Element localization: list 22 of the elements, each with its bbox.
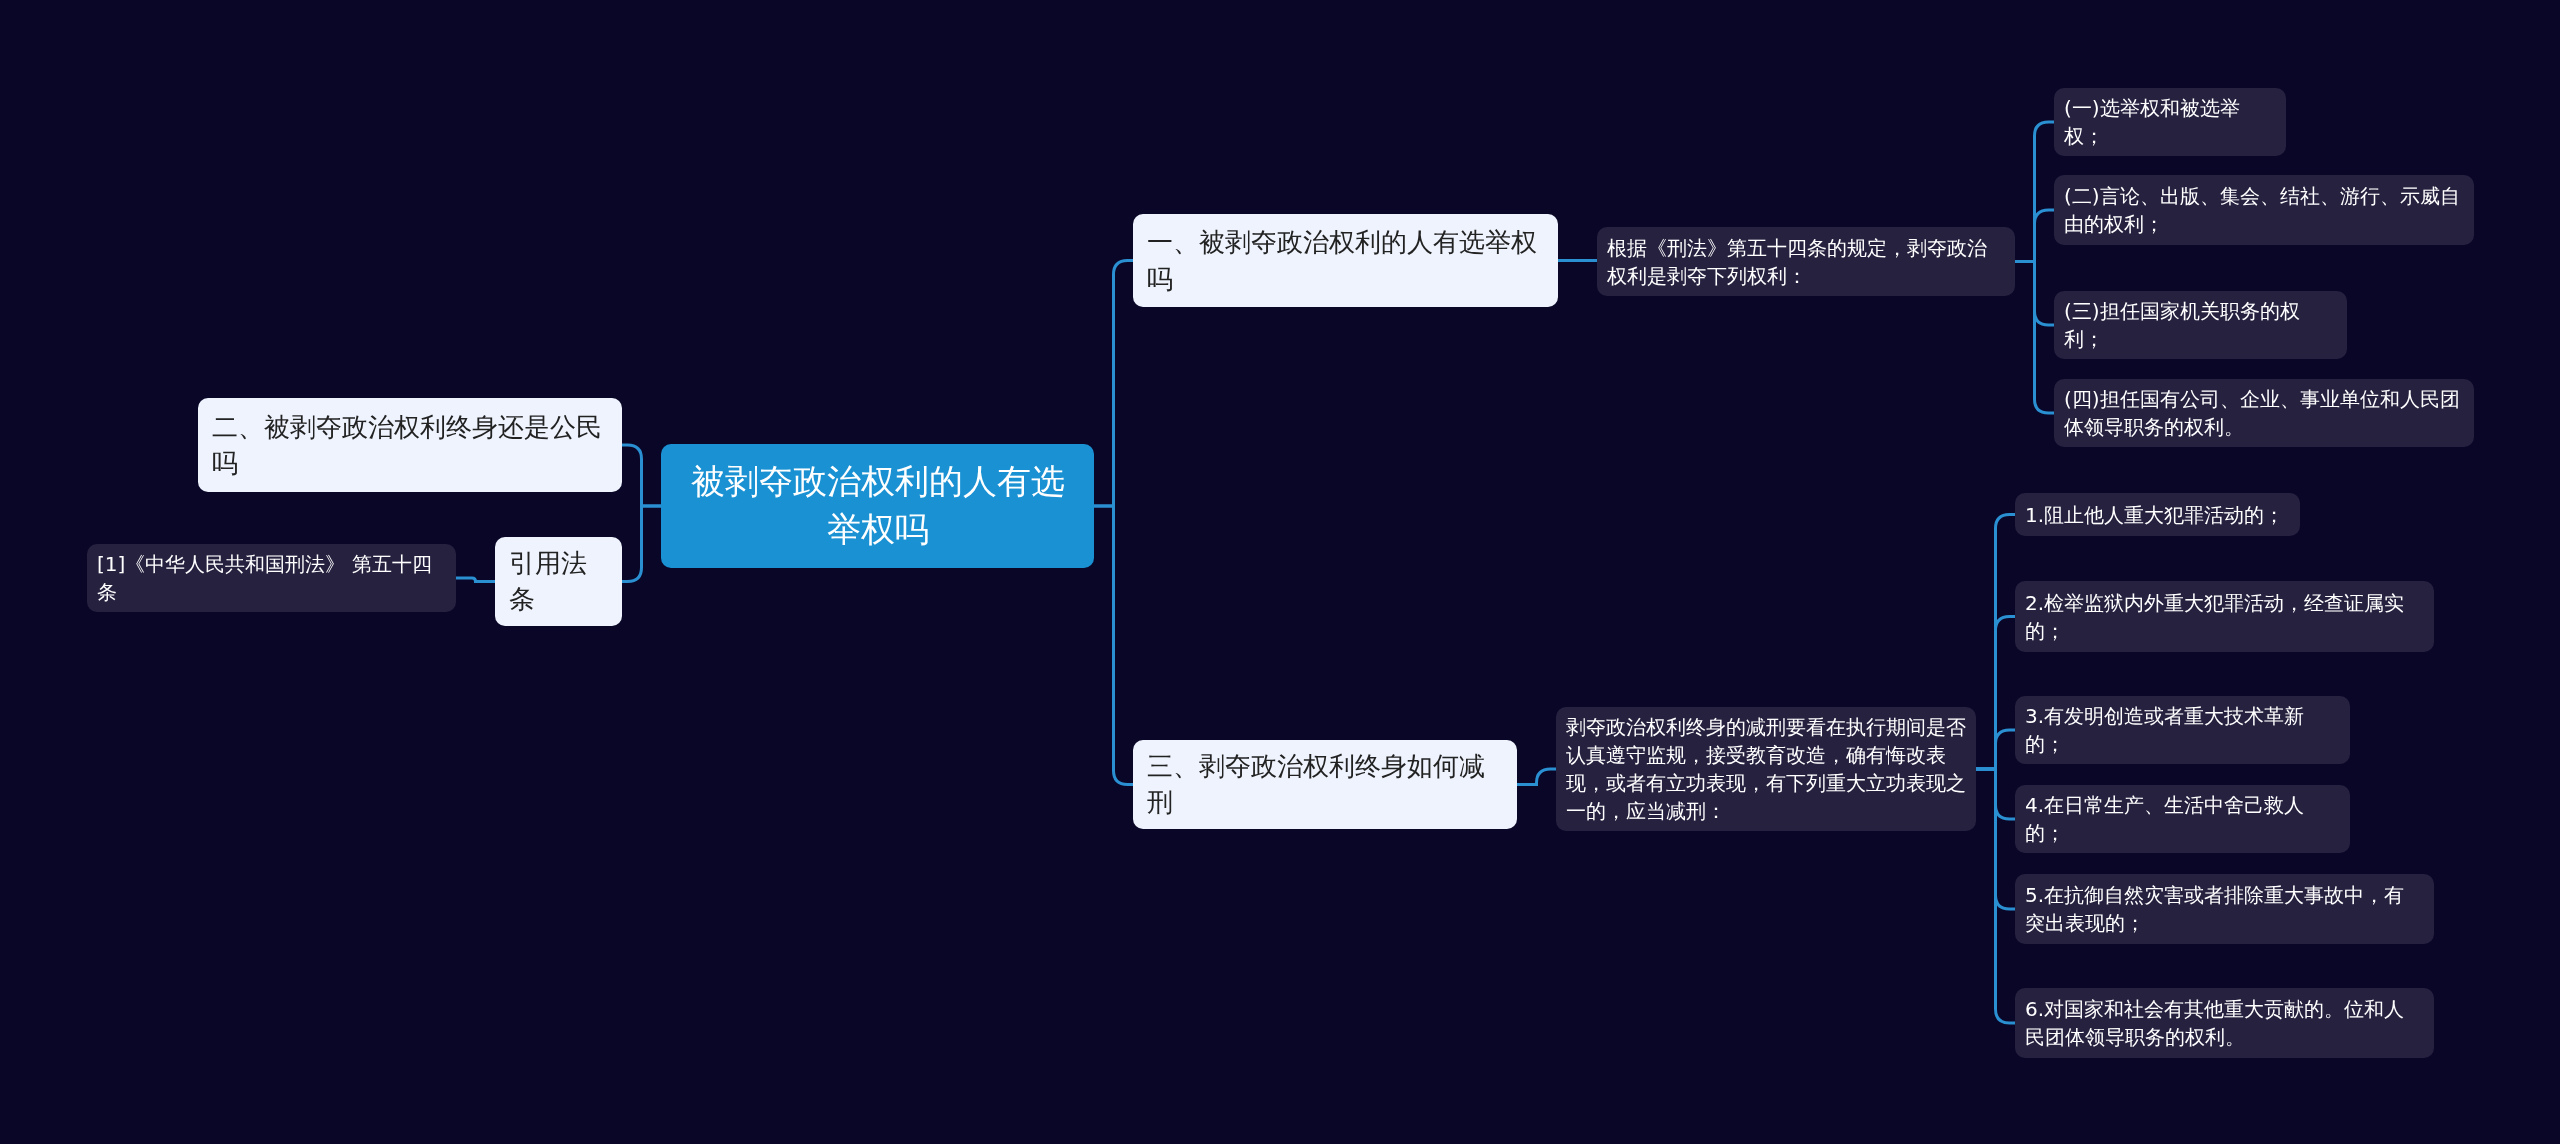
topic-box: 5.在抗御自然灾害或者排除重大事故中，有突出表现的； xyxy=(2015,874,2434,944)
topic-box: 1.阻止他人重大犯罪活动的； xyxy=(2015,493,2300,536)
topic-box: 一、被剥夺政治权利的人有选举权吗 xyxy=(1133,214,1558,307)
connector xyxy=(1558,259,1597,262)
central-topic: 被剥夺政治权利的人有选举权吗 xyxy=(661,444,1094,568)
connector xyxy=(1094,504,1133,786)
topic-box: 剥夺政治权利终身的减刑要看在执行期间是否认真遵守监规，接受教育改造，确有悔改表现，或者有立功表现，有下列重大立功表现之一的，应当减刑： xyxy=(1556,707,1976,831)
topic-box: 根据《刑法》第五十四条的规定，剥夺政治权利是剥夺下列权利： xyxy=(1597,227,2015,296)
connector xyxy=(1517,767,1556,786)
topic-box: 二、被剥夺政治权利终身还是公民吗 xyxy=(198,398,622,492)
topic-box: (三)担任国家机关职务的权利； xyxy=(2054,291,2347,359)
topic-box: 6.对国家和社会有其他重大贡献的。位和人民团体领导职务的权利。 xyxy=(2015,988,2434,1058)
topic-box: (四)担任国有公司、企业、事业单位和人民团体领导职务的权利。 xyxy=(2054,379,2474,447)
topic-box: 3.有发明创造或者重大技术革新的； xyxy=(2015,696,2350,764)
topic-box: (一)选举权和被选举权； xyxy=(2054,88,2286,156)
topic-box: 引用法条 xyxy=(495,537,622,626)
connector xyxy=(456,576,495,583)
topic-box: 三、剥夺政治权利终身如何减刑 xyxy=(1133,740,1517,829)
topic-box: (二)言论、出版、集会、结社、游行、示威自由的权利； xyxy=(2054,175,2474,245)
topic-box: [1]《中华人民共和国刑法》 第五十四条 xyxy=(87,544,456,612)
topic-box: 2.检举监狱内外重大犯罪活动，经查证属实的； xyxy=(2015,581,2434,652)
topic-box: 4.在日常生产、生活中舍己救人的； xyxy=(2015,785,2350,853)
